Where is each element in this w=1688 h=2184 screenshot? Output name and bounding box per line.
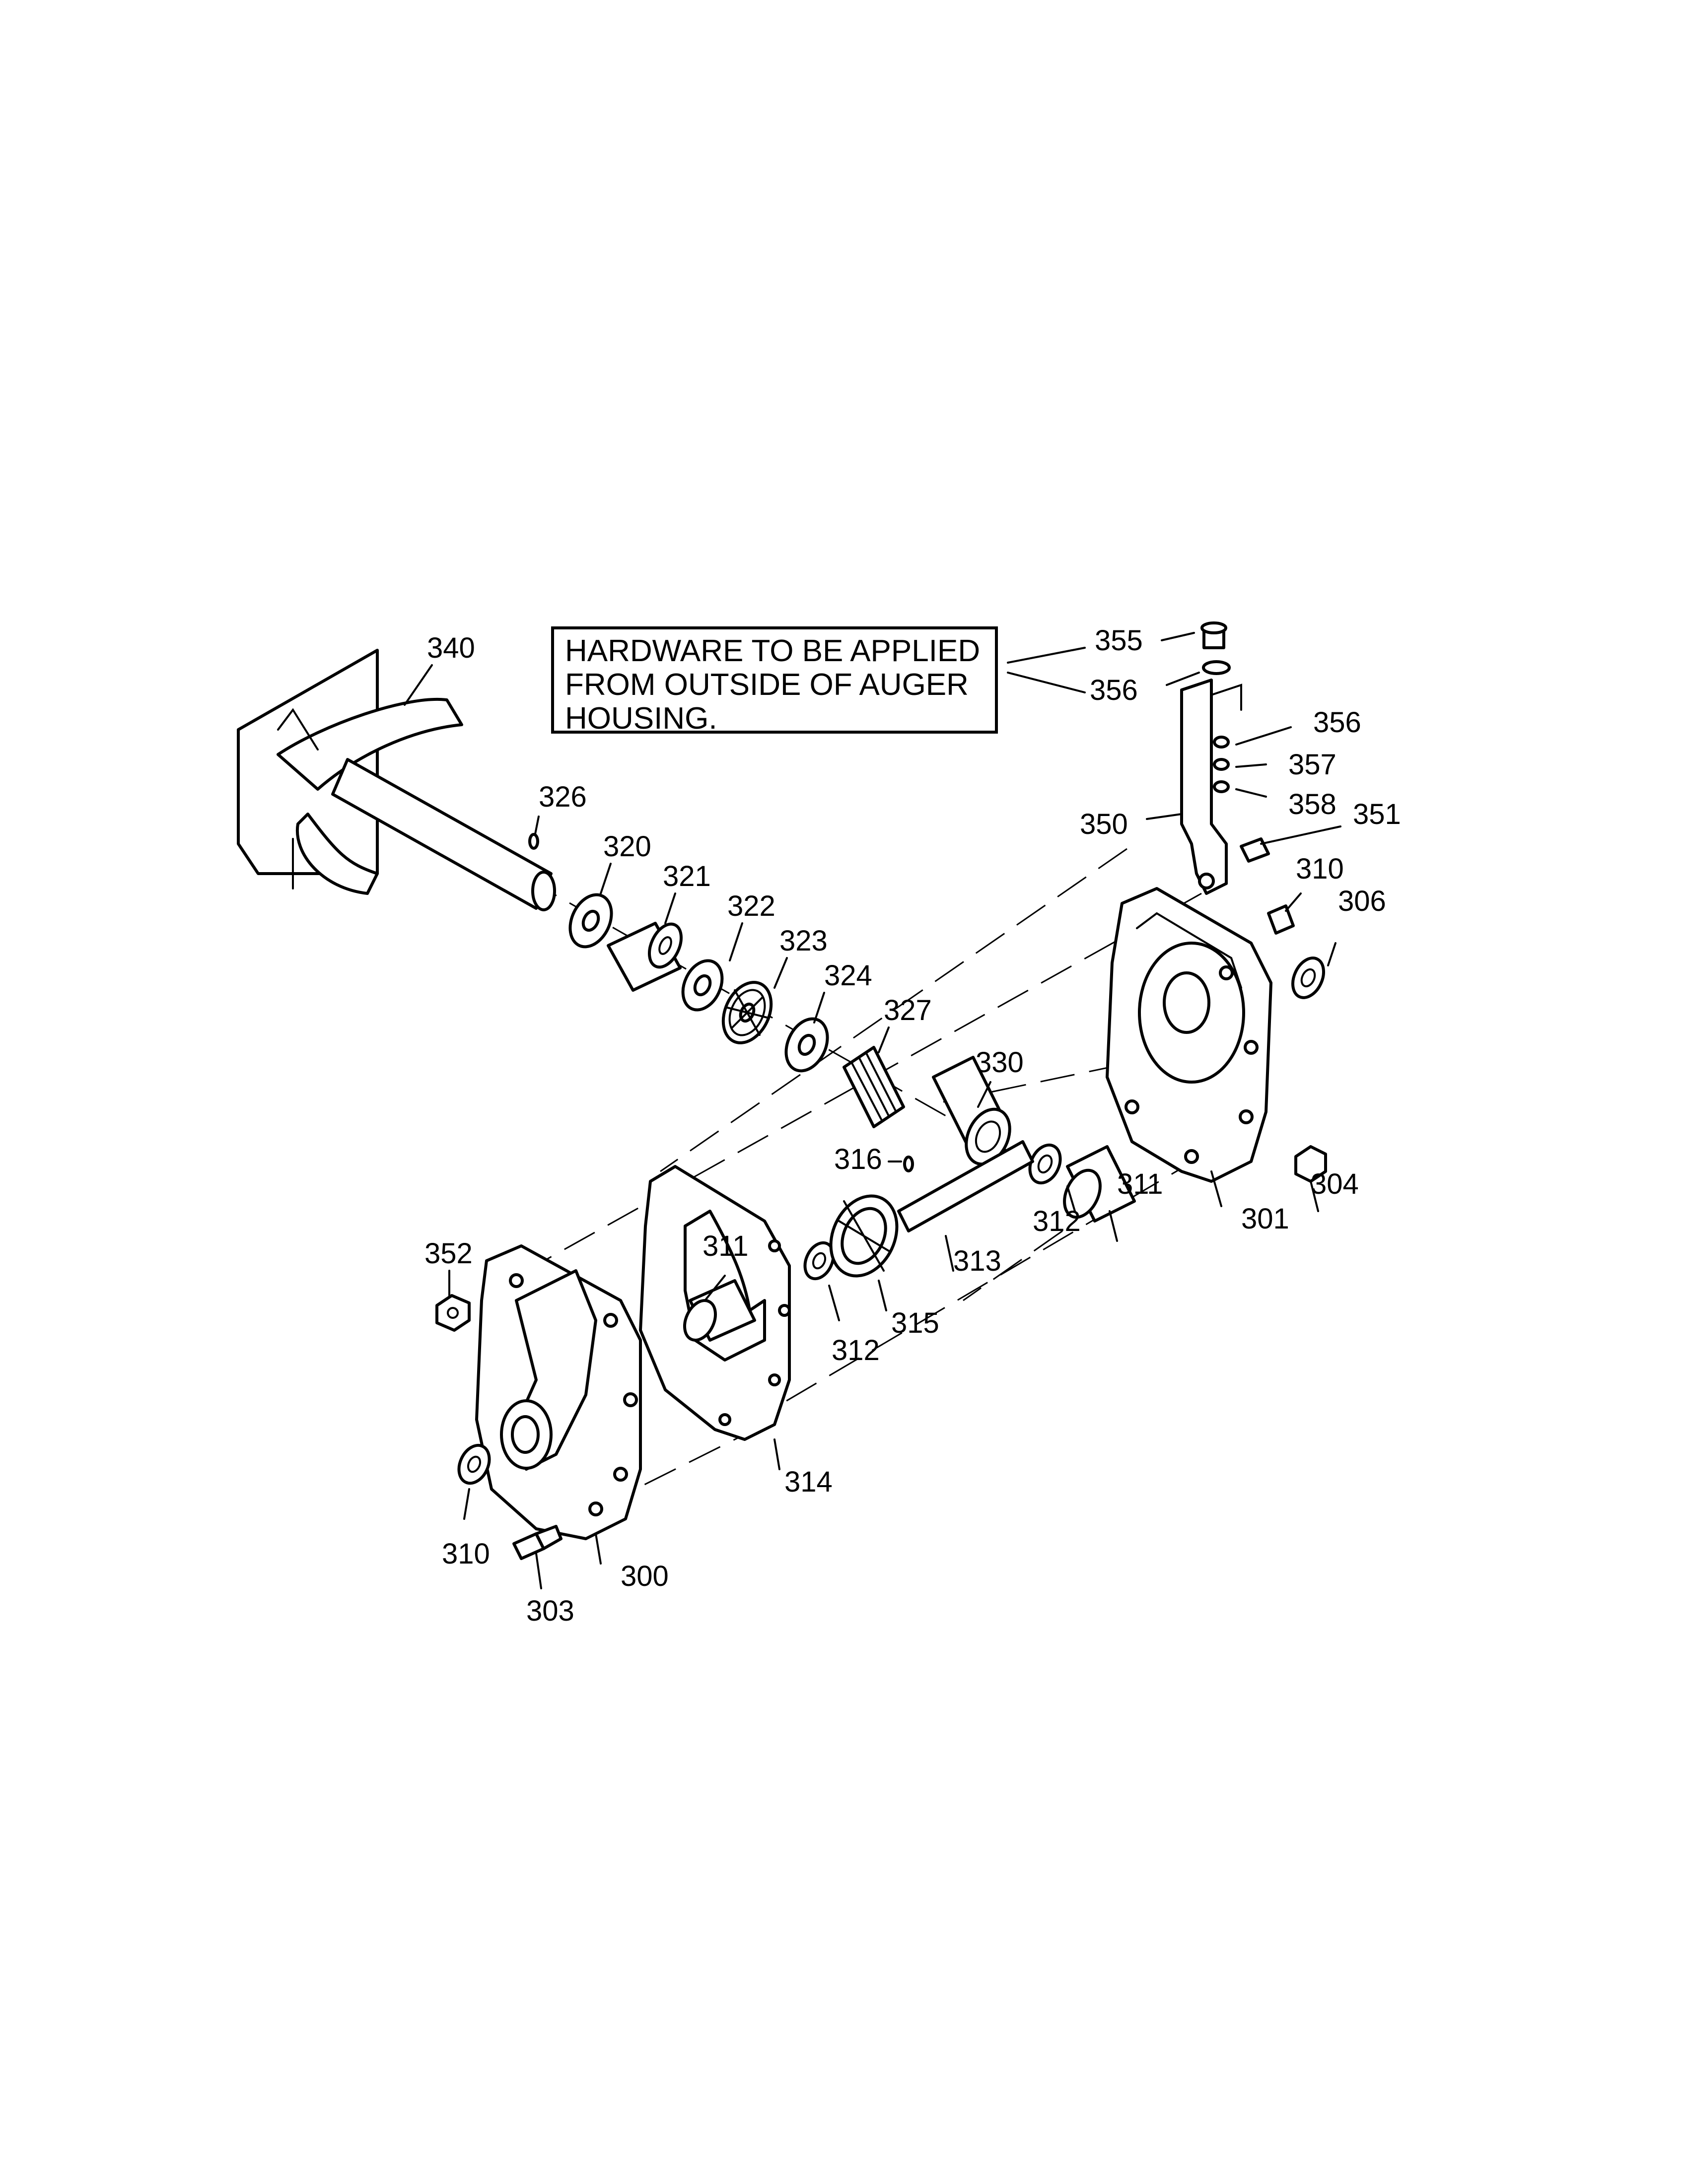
label-311-right: 311: [1117, 1168, 1163, 1200]
label-304: 304: [1311, 1168, 1359, 1200]
bracket-350: [1180, 679, 1242, 895]
washer-322: [681, 959, 724, 1012]
hex-nut-352: [435, 1294, 471, 1332]
note-line-2: FROM OUTSIDE OF AUGER: [565, 668, 969, 702]
shear-pin-326: [528, 833, 539, 850]
gear-315: [829, 1194, 899, 1278]
thrust-bearing-323: [721, 981, 773, 1044]
label-306: 306: [1338, 885, 1386, 917]
nut-358: [1213, 780, 1230, 793]
label-311-left: 311: [703, 1230, 748, 1262]
label-355: 355: [1095, 624, 1143, 657]
label-313: 313: [953, 1245, 1001, 1277]
pin-316: [903, 1156, 914, 1172]
label-356: 356: [1313, 706, 1361, 739]
washer-320: [568, 893, 613, 949]
hardware-note-box: HARDWARE TO BE APPLIED FROM OUTSIDE OF A…: [551, 626, 998, 736]
bolt-355: [1200, 621, 1227, 649]
label-351: 351: [1353, 798, 1401, 830]
label-320: 320: [603, 830, 651, 863]
lock-washer-357: [1213, 758, 1230, 771]
label-357: 357: [1288, 749, 1336, 781]
label-316: 316: [834, 1143, 882, 1175]
label-340: 340: [427, 632, 475, 664]
label-350: 350: [1080, 808, 1128, 840]
note-line-1: HARDWARE TO BE APPLIED: [565, 634, 981, 668]
leader-lines: [404, 632, 1341, 1589]
note-line-3: HOUSING.: [565, 701, 717, 736]
thrust-washer-312-left: [803, 1241, 835, 1281]
label-358: 358: [1288, 788, 1336, 820]
part-labels: 340 326 320 321 322 323 324 327 330 316 …: [424, 624, 1401, 1627]
shaft-313: [897, 1140, 1034, 1232]
bushing-330: [932, 1056, 1011, 1166]
label-321: 321: [663, 860, 711, 892]
washer-324: [784, 1017, 829, 1073]
label-310-right: 310: [1296, 853, 1344, 885]
bearing-321: [607, 922, 683, 992]
worm-gear-327: [843, 1046, 905, 1128]
bearing-311-left: [683, 1279, 756, 1342]
washer-356: [1213, 736, 1230, 749]
label-324: 324: [824, 959, 872, 992]
label-300: 300: [621, 1560, 669, 1592]
label-312-right: 312: [1033, 1205, 1081, 1237]
auger-shaft-340: [237, 649, 556, 911]
label-352: 352: [424, 1237, 473, 1270]
label-310-left: 310: [442, 1538, 490, 1570]
label-323: 323: [779, 925, 828, 957]
label-327: 327: [884, 994, 932, 1026]
hex-nut-304: [1294, 1145, 1327, 1183]
gearbox-housing-301: [1106, 887, 1272, 1183]
label-322: 322: [727, 890, 775, 922]
screw-303: [512, 1525, 563, 1560]
seal-310-left: [457, 1443, 491, 1485]
label-314: 314: [784, 1466, 833, 1498]
label-315: 315: [891, 1307, 939, 1339]
oil-seal-306: [1291, 956, 1325, 999]
label-326: 326: [539, 781, 587, 813]
label-301: 301: [1241, 1203, 1289, 1235]
washer-356-top: [1202, 660, 1231, 675]
label-312-left: 312: [832, 1334, 880, 1366]
label-356-top: 356: [1090, 674, 1138, 706]
label-303: 303: [526, 1595, 574, 1627]
label-330: 330: [976, 1046, 1024, 1079]
thrust-washer-312-right: [1028, 1143, 1062, 1185]
screw-310-right: [1267, 904, 1295, 935]
gearbox-housing-300: [475, 1244, 642, 1540]
